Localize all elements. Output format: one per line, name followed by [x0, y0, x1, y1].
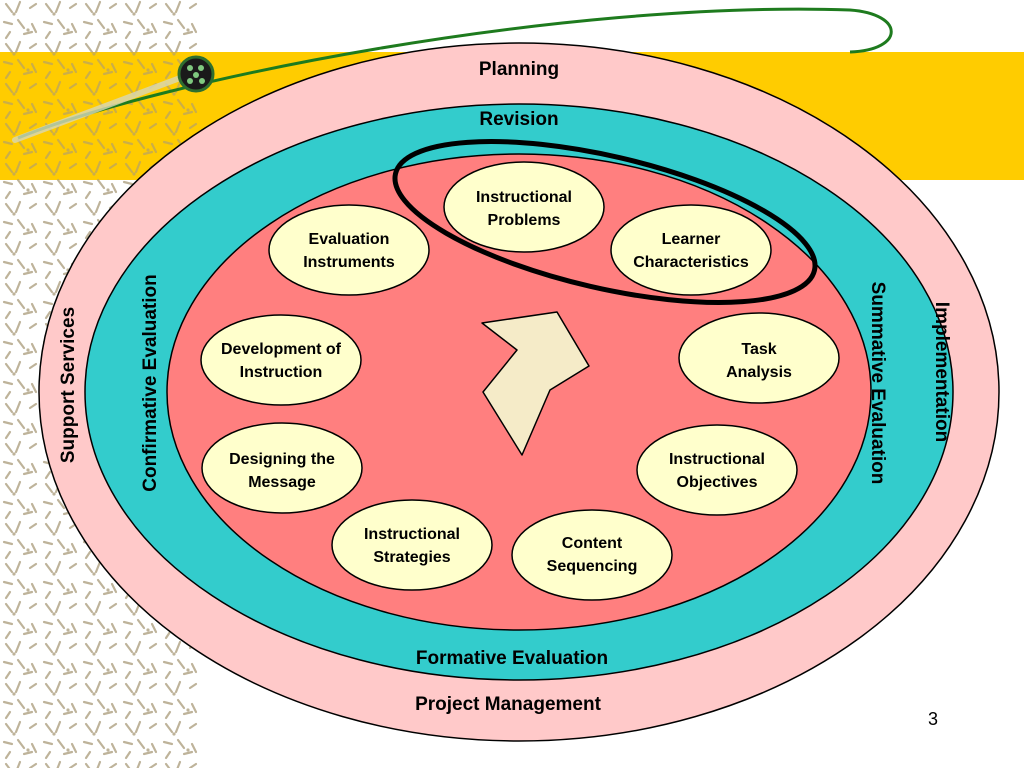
outer-left-label: Support Services — [58, 307, 79, 463]
node-development-of-instruction: Development of Instruction — [200, 314, 362, 406]
middle-bottom-label: Formative Evaluation — [416, 648, 608, 669]
node-line-1: Instructional — [669, 451, 765, 468]
slide-page-number: 3 — [927, 709, 938, 729]
node-line-1: Evaluation — [309, 231, 390, 248]
node-learner-characteristics: Learner Characteristics — [610, 204, 772, 296]
node-content-sequencing: Content Sequencing — [511, 509, 673, 601]
node-line-2: Characteristics — [633, 254, 749, 271]
node-line-1: Instructional — [364, 526, 460, 543]
node-instructional-strategies: Instructional Strategies — [331, 499, 493, 591]
node-line-2: Message — [248, 474, 316, 491]
node-line-1: Task — [741, 341, 776, 358]
node-line-2: Instruments — [303, 254, 395, 271]
node-line-1: Designing the — [229, 451, 335, 468]
middle-top-label: Revision — [479, 109, 558, 130]
node-designing-the-message: Designing the Message — [201, 422, 363, 514]
node-instructional-objectives: Instructional Objectives — [636, 424, 798, 516]
highlight-oval — [392, 139, 818, 305]
orbit-line — [17, 7, 893, 140]
node-line-1: Learner — [662, 231, 721, 248]
middle-right-label: Summative Evaluation — [867, 282, 888, 485]
node-line-2: Instruction — [240, 364, 323, 381]
middle-left-label: Confirmative Evaluation — [140, 274, 161, 492]
node-line-2: Analysis — [726, 364, 792, 381]
orbit-tail-glow — [12, 75, 183, 143]
node-line-2: Objectives — [677, 474, 758, 491]
outer-bottom-label: Project Management — [415, 694, 601, 715]
node-line-2: Strategies — [373, 549, 450, 566]
orbit-node-icon — [177, 55, 215, 93]
node-evaluation-instruments: Evaluation Instruments — [268, 204, 430, 296]
node-line-2: Sequencing — [547, 558, 638, 575]
node-line-1: Development of — [221, 341, 342, 358]
center-arrow-icon — [481, 311, 590, 456]
node-line-1: Content — [562, 535, 623, 552]
node-line-2: Problems — [488, 212, 561, 229]
node-line-1: Instructional — [476, 189, 572, 206]
outer-top-label: Planning — [479, 59, 559, 80]
node-task-analysis: Task Analysis — [678, 312, 840, 404]
node-instructional-problems: Instructional Problems — [443, 161, 605, 253]
outer-right-label: Implementation — [931, 302, 952, 442]
